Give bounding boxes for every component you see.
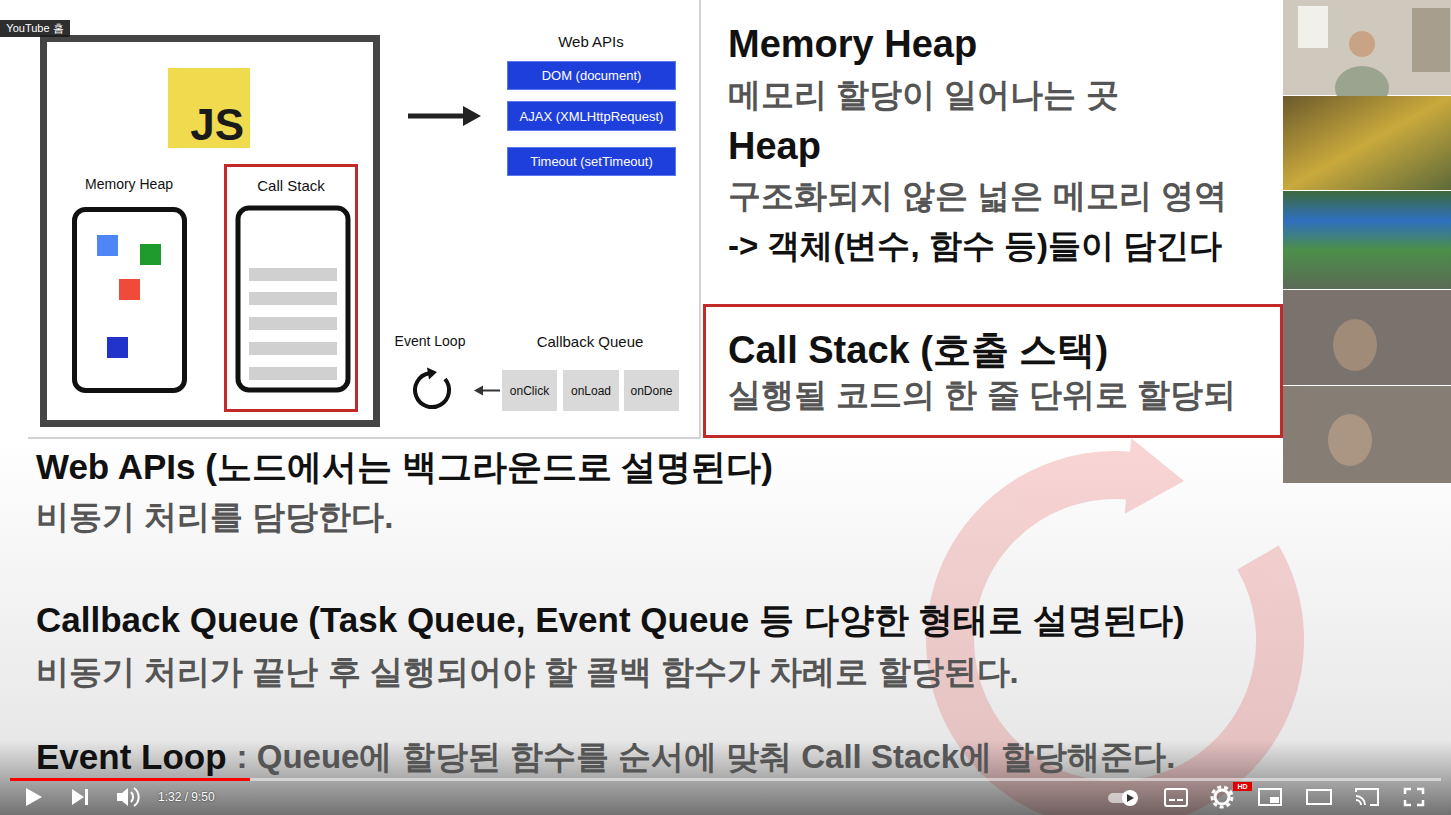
callback-box: onLoad bbox=[563, 370, 619, 411]
webcam-shelf bbox=[1412, 8, 1450, 72]
progress-track bbox=[10, 778, 1441, 781]
autoplay-toggle bbox=[1127, 794, 1134, 802]
connector-line bbox=[482, 390, 500, 392]
node-title: HD bbox=[1237, 783, 1247, 791]
subtitles-icon bbox=[1169, 799, 1175, 801]
node-title: AJAX (XMLHttpRequest) bbox=[520, 109, 664, 124]
callback-box: onClick bbox=[502, 370, 557, 411]
connector-arrow bbox=[474, 386, 500, 396]
node-title: JS bbox=[190, 103, 244, 147]
theater-icon bbox=[1307, 790, 1331, 804]
webcam-person bbox=[1333, 319, 1377, 371]
subtitles-icon bbox=[1177, 799, 1183, 801]
callback-box: onDone bbox=[624, 370, 679, 411]
stack-frame bbox=[249, 292, 337, 305]
node-title: Event Loop bbox=[395, 333, 466, 350]
volume-icon bbox=[117, 788, 128, 806]
highlight-box: Call Stack (호출 스택)실행될 코드의 한 줄 단위로 할당되 bbox=[703, 304, 1283, 438]
arrow-head bbox=[474, 386, 483, 396]
js-logo: JS bbox=[168, 68, 250, 148]
heap-object bbox=[140, 244, 161, 265]
webcam-tile bbox=[1283, 191, 1451, 289]
divider-line bbox=[28, 437, 700, 439]
cast-icon bbox=[1356, 796, 1365, 805]
slide-heading: Callback Queue (Task Queue, Event Queue … bbox=[36, 599, 1185, 641]
next-icon bbox=[72, 789, 84, 805]
webcam-window bbox=[1298, 6, 1328, 48]
next-icon bbox=[85, 789, 88, 805]
node-title: DOM (document) bbox=[542, 68, 642, 83]
memory-heap-box: Memory Heap bbox=[68, 176, 190, 394]
slide-heading: Heap bbox=[728, 124, 821, 170]
loop-head bbox=[427, 368, 437, 380]
webcam-tile bbox=[1283, 290, 1451, 385]
heap-container bbox=[75, 210, 185, 391]
call-stack-box: Call Stack bbox=[224, 164, 358, 412]
slide-text: 비동기 처리를 담당한다. bbox=[36, 497, 394, 537]
volume-icon bbox=[131, 792, 133, 802]
web-api-box: DOM (document) bbox=[507, 61, 676, 90]
hd-badge: HD bbox=[1233, 782, 1252, 791]
big-arrow-head bbox=[463, 106, 481, 126]
slide-heading: Web APIs (노드에서는 백그라운드로 설명된다) bbox=[36, 446, 773, 488]
webcam-person bbox=[1328, 414, 1372, 466]
node-title: onClick bbox=[510, 384, 549, 398]
volume-icon bbox=[134, 788, 139, 806]
node-title: onLoad bbox=[571, 384, 611, 398]
node-title: YouTube 홈 bbox=[6, 21, 63, 36]
node-title: onDone bbox=[630, 384, 672, 398]
node-title: Call Stack (호출 스택) bbox=[728, 327, 1260, 375]
miniplayer-icon bbox=[1270, 797, 1279, 803]
group-heading: Callback Queue bbox=[537, 333, 644, 351]
slide-text: : Queue에 할당된 함수를 순서에 맞춰 Call Stack에 할당해준… bbox=[237, 737, 1176, 777]
stack-frame bbox=[249, 367, 337, 380]
webcam-person bbox=[1349, 31, 1375, 57]
node-title: Call Stack bbox=[257, 177, 325, 195]
autoplay-toggle bbox=[1122, 790, 1138, 806]
stack-container bbox=[238, 208, 348, 390]
node-title: Memory Heap bbox=[85, 176, 173, 193]
tooltip-box: YouTube 홈 bbox=[0, 20, 70, 37]
slide-heading: Memory Heap bbox=[728, 22, 977, 68]
progress-played bbox=[10, 778, 250, 781]
slide-heading: Event Loop bbox=[36, 736, 227, 778]
watermark-head bbox=[1125, 438, 1184, 514]
loop-arc bbox=[415, 373, 449, 407]
group-heading: Web APIs bbox=[558, 33, 624, 51]
node-title: Timeout (setTimeout) bbox=[530, 154, 653, 169]
settings-icon bbox=[1212, 787, 1232, 807]
subtitles-icon bbox=[1165, 789, 1187, 806]
divider-line bbox=[699, 0, 701, 438]
heap-object bbox=[119, 279, 140, 300]
heap-object bbox=[97, 235, 118, 256]
miniplayer-icon bbox=[1259, 789, 1281, 805]
node-body: 실행될 코드의 한 줄 단위로 할당되 bbox=[728, 374, 1260, 415]
stack-frame bbox=[249, 317, 337, 330]
webcam-tile bbox=[1283, 96, 1451, 190]
fullscreen-icon bbox=[1405, 789, 1423, 805]
heap-object bbox=[107, 337, 128, 358]
video-time: 1:32 / 9:50 bbox=[158, 790, 215, 804]
slide-text: -> 객체(변수, 함수 등)들이 담긴다 bbox=[728, 226, 1222, 266]
slide-text: 비동기 처리가 끝난 후 실행되어야 할 콜백 함수가 차례로 할당된다. bbox=[36, 652, 1019, 692]
stack-frame bbox=[249, 342, 337, 355]
big-arrow-shaft bbox=[408, 114, 466, 119]
stack-frame bbox=[249, 268, 337, 281]
event-loop-icon: Event Loop bbox=[388, 333, 472, 411]
webcam-tile bbox=[1283, 386, 1451, 483]
engine-panel bbox=[44, 39, 377, 424]
settings-icon bbox=[1215, 790, 1229, 804]
play-icon bbox=[26, 788, 42, 806]
web-api-box: AJAX (XMLHttpRequest) bbox=[507, 101, 676, 131]
slide-text: 구조화되지 않은 넓은 메모리 영역 bbox=[728, 176, 1227, 216]
slide-text: 메모리 할당이 일어나는 곳 bbox=[728, 75, 1119, 115]
slide-lower-ground bbox=[0, 440, 1451, 815]
cast-icon bbox=[1356, 789, 1378, 805]
web-api-box: Timeout (setTimeout) bbox=[507, 147, 676, 176]
